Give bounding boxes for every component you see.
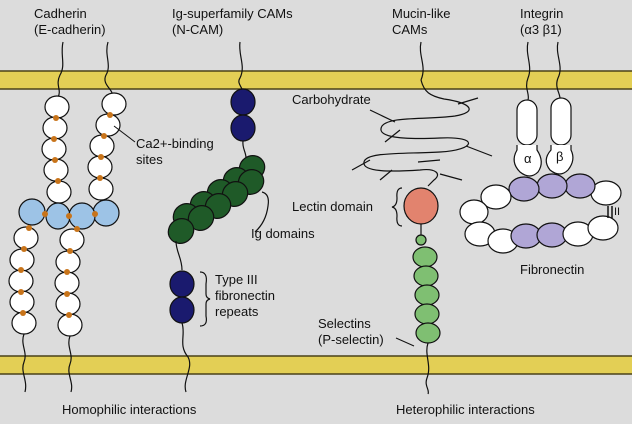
selectins-label: Selectins (P-selectin) bbox=[318, 316, 384, 348]
homophilic-label: Homophilic interactions bbox=[62, 402, 197, 417]
fibronectin-label: Fibronectin bbox=[520, 262, 585, 277]
top-membrane bbox=[0, 70, 632, 90]
lectin-bracket bbox=[391, 187, 403, 227]
cadherin-header: Cadherin (E-cadherin) bbox=[34, 6, 106, 38]
mucin-header-line2: CAMs bbox=[392, 22, 428, 37]
integrin-header: Integrin (α3 β1) bbox=[520, 6, 563, 38]
cadherin-top-left bbox=[41, 41, 72, 230]
calcium-sites bbox=[18, 112, 113, 318]
type3-label: Type III fibronectin repeats bbox=[215, 272, 275, 320]
ig-cams-header-line2: (N-CAM) bbox=[172, 22, 224, 37]
ig-cams-header-line1: Ig-superfamily CAMs bbox=[172, 6, 293, 21]
ig-domains-bracket bbox=[254, 191, 269, 233]
mucin-header-line1: Mucin-like bbox=[392, 6, 451, 21]
mucin-header: Mucin-like CAMs bbox=[392, 6, 451, 38]
ig-domains-label: Ig domains bbox=[251, 226, 315, 241]
cadherin-header-line1: Cadherin bbox=[34, 6, 87, 21]
heterophilic-label: Heterophilic interactions bbox=[396, 402, 535, 417]
selectin-pointer bbox=[395, 337, 415, 347]
fibronectin bbox=[459, 173, 622, 254]
cadherin-header-line2: (E-cadherin) bbox=[34, 22, 106, 37]
mucin-cam bbox=[351, 41, 493, 187]
type3-label-line2: fibronectin bbox=[215, 288, 275, 303]
beta-label: β bbox=[556, 149, 564, 164]
selectins-label-line1: Selectins bbox=[318, 316, 371, 331]
cadherin-top-right bbox=[87, 41, 127, 227]
bottom-membrane bbox=[0, 355, 632, 375]
type3-bracket bbox=[199, 271, 211, 327]
integrin-header-line2: (α3 β1) bbox=[520, 22, 562, 37]
ca-sites-label-line1: Ca2+-binding bbox=[136, 136, 214, 151]
ca-sites-pointer bbox=[113, 125, 136, 143]
ca-sites-label: Ca2+-binding sites bbox=[136, 136, 214, 168]
integrin-header-line1: Integrin bbox=[520, 6, 564, 21]
selectin bbox=[403, 187, 441, 395]
carbohydrate-label: Carbohydrate bbox=[292, 92, 371, 107]
ca-sites-label-line2: sites bbox=[136, 152, 163, 167]
ncam-bottom bbox=[167, 169, 265, 393]
type3-label-line1: Type III bbox=[215, 272, 258, 287]
ii-mark-label: II bbox=[614, 206, 621, 218]
type3-label-line3: repeats bbox=[215, 304, 259, 319]
selectins-label-line2: (P-selectin) bbox=[318, 332, 384, 347]
alpha-label: α bbox=[524, 151, 532, 166]
ig-cams-header: Ig-superfamily CAMs (N-CAM) bbox=[172, 6, 293, 38]
integrin bbox=[513, 41, 574, 177]
lectin-domain-label: Lectin domain bbox=[292, 199, 373, 214]
